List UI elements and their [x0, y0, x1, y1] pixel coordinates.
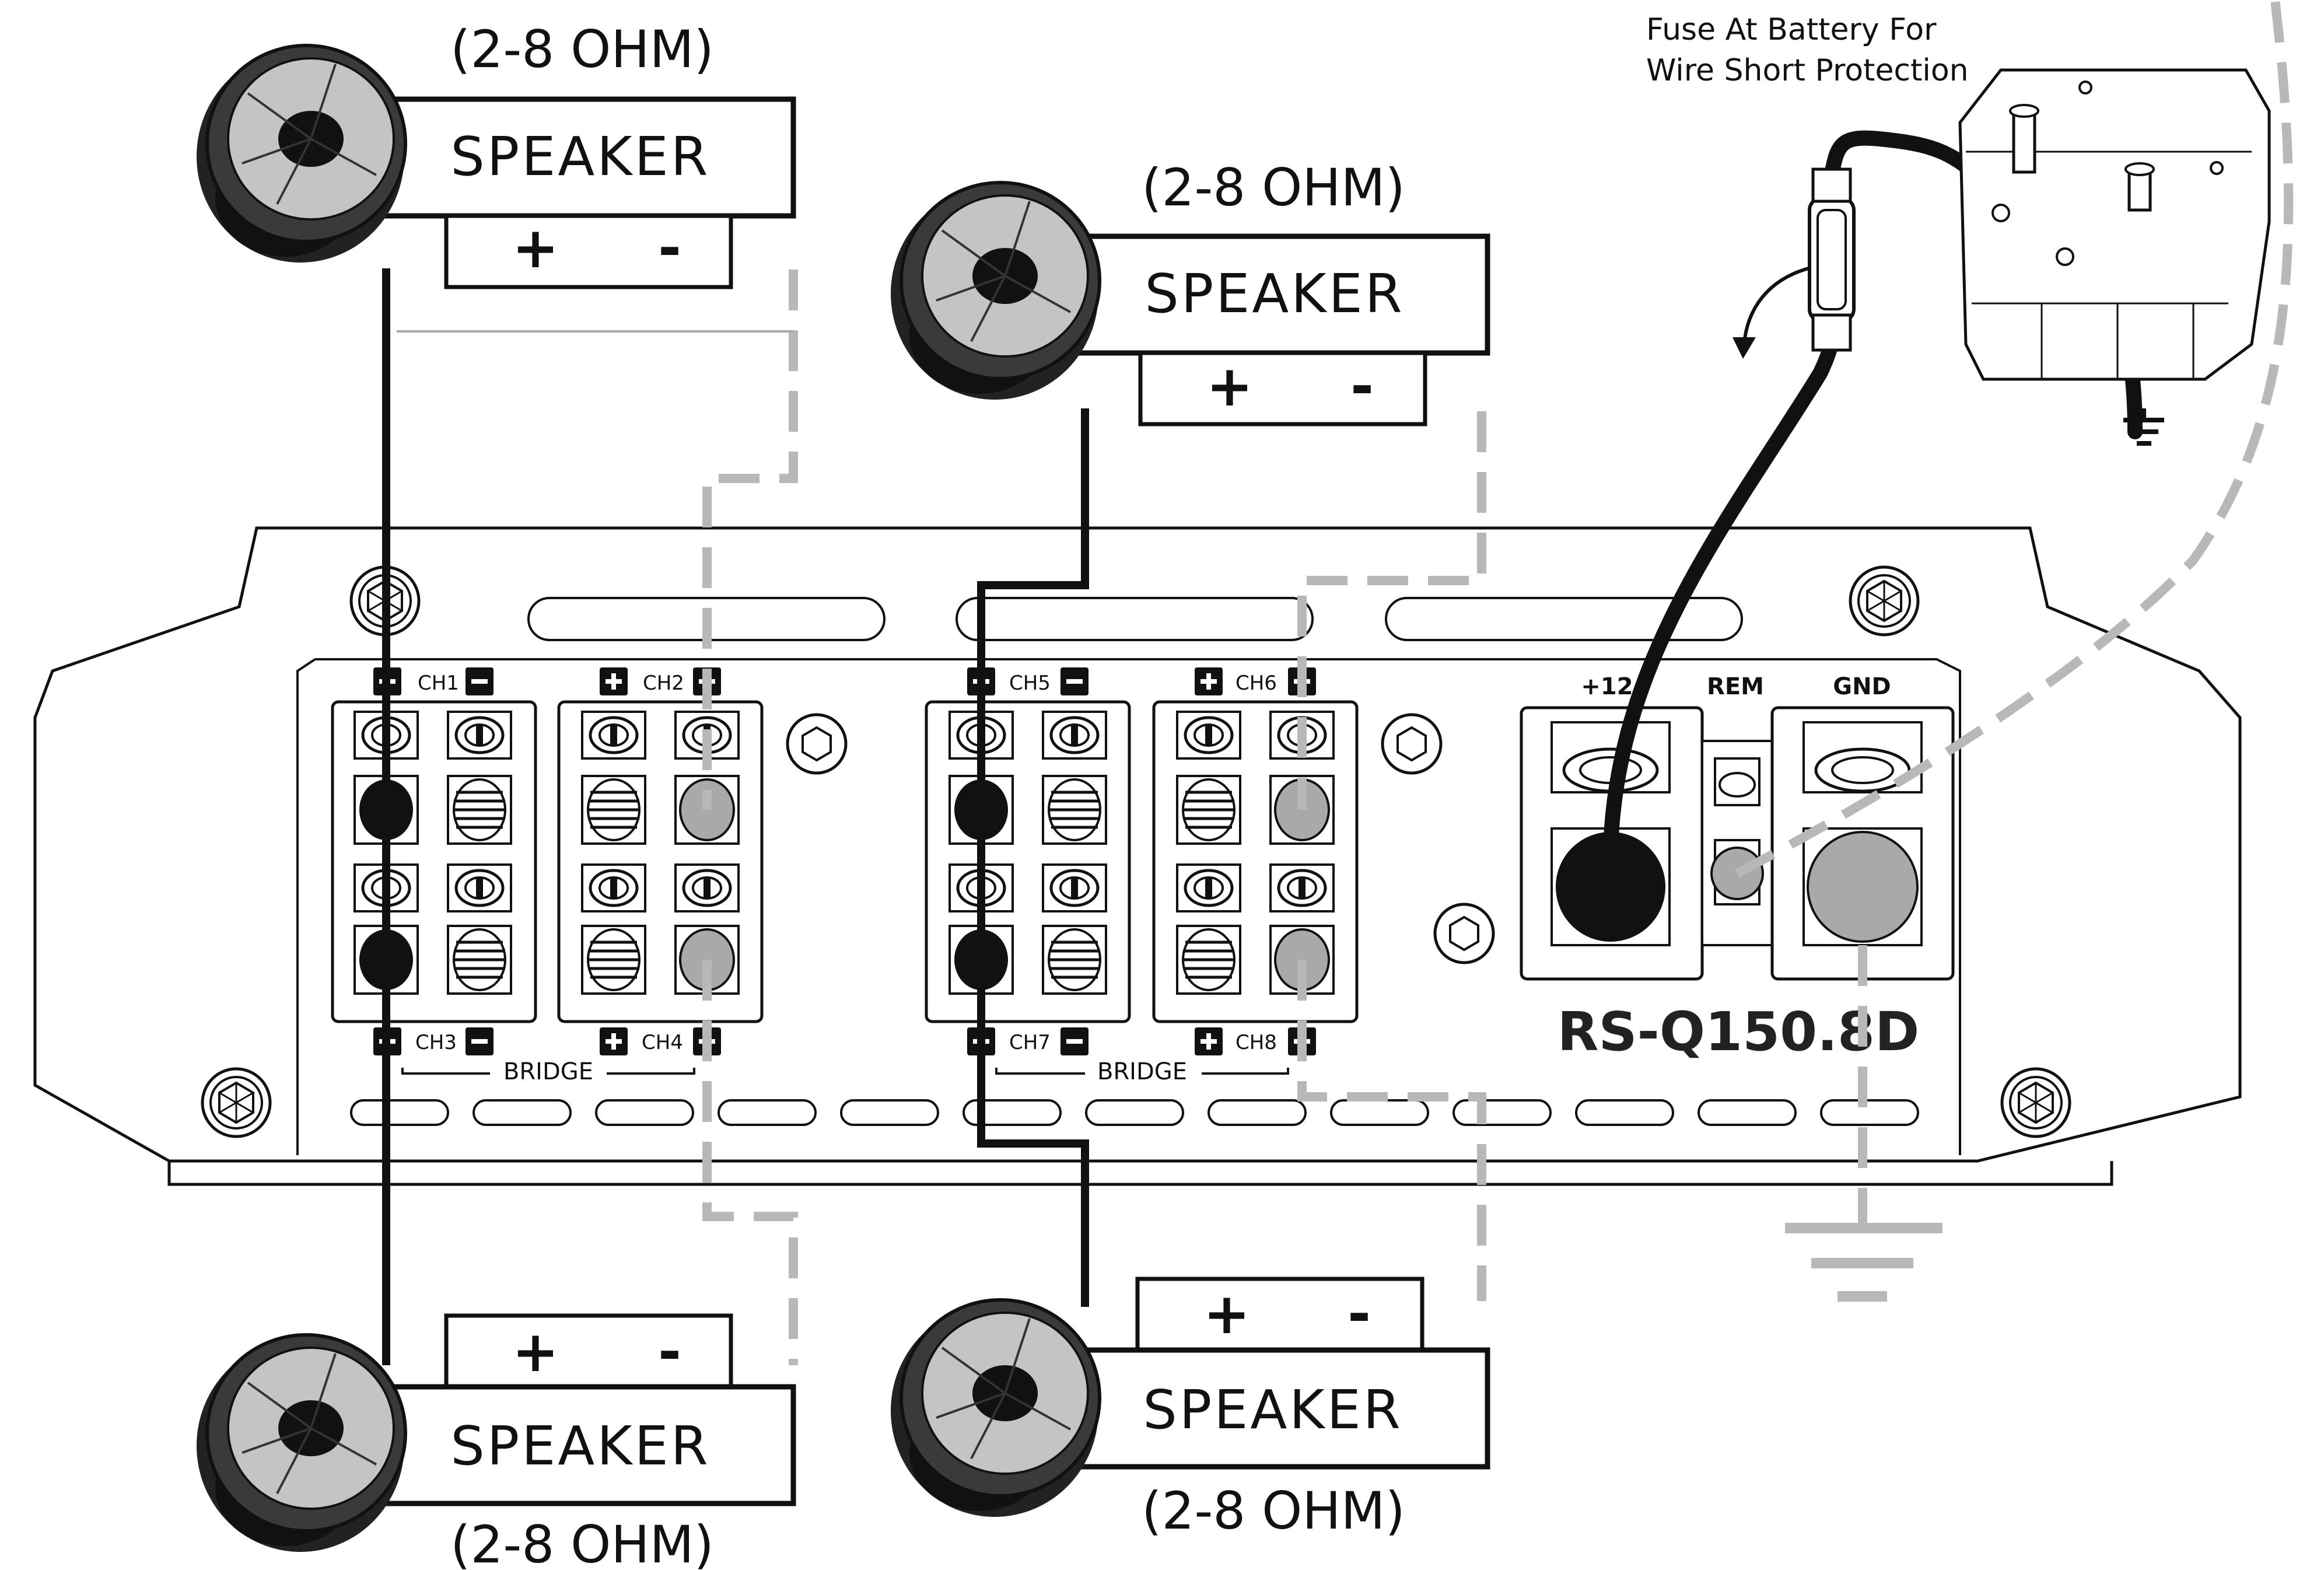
ch3-label: CH3	[415, 1031, 457, 1054]
hex-screw-icon	[202, 1069, 270, 1137]
gnd-label: GND	[1833, 673, 1891, 700]
speaker-ohm-label: (2-8 OHM)	[450, 19, 714, 79]
ch6-positive-terminal[interactable]	[1177, 776, 1240, 844]
speaker-icon	[197, 1335, 405, 1552]
plus-icon	[600, 1027, 628, 1055]
speaker-label: SPEAKER	[1143, 1379, 1402, 1441]
plus-icon	[1195, 667, 1223, 695]
speaker-minus: -	[1348, 1281, 1371, 1347]
gray-dashed-wires	[702, 0, 2294, 1365]
hex-bolt-icon	[1435, 904, 1493, 963]
speaker-minus: -	[1350, 354, 1374, 419]
ch8-label: CH8	[1236, 1031, 1277, 1054]
curved-arrow-icon	[1732, 267, 1809, 359]
speaker-icon	[891, 183, 1100, 400]
minus-icon	[466, 667, 494, 695]
speaker-label: SPEAKER	[450, 125, 710, 188]
plus12-label: +12	[1581, 673, 1633, 700]
gnd-terminal[interactable]	[1807, 831, 1919, 943]
hex-screw-icon	[1850, 567, 1918, 635]
speaker-minus: -	[658, 215, 681, 281]
rem-label: REM	[1707, 673, 1764, 700]
speaker-icon	[197, 46, 405, 263]
ground-icon	[1785, 1223, 1943, 1302]
ch7-label: CH7	[1009, 1031, 1051, 1054]
ch3-negative-terminal[interactable]	[448, 926, 511, 994]
ch1-negative-terminal[interactable]	[448, 776, 511, 844]
vent-slots	[350, 1099, 1919, 1126]
ch7-negative-terminal[interactable]	[1043, 926, 1106, 994]
ch6-label: CH6	[1236, 672, 1277, 695]
bridge-label-right: BRIDGE	[1097, 1058, 1187, 1085]
speaker-top-right: (2-8 OHM) SPEAKER + -	[891, 158, 1490, 426]
speaker-plus: +	[512, 215, 559, 281]
speaker-plus: +	[1206, 354, 1253, 419]
speaker-top-left: (2-8 OHM) SPEAKER + -	[197, 19, 796, 333]
plus-icon	[600, 667, 628, 695]
plus-icon	[1195, 1027, 1223, 1055]
speaker-ohm-label: (2-8 OHM)	[450, 1515, 714, 1570]
speaker-icon	[891, 1300, 1100, 1517]
speaker-bottom-right: + - SPEAKER (2-8 OHM)	[891, 1277, 1490, 1541]
fuse-icon	[1808, 167, 1856, 352]
ch1-label: CH1	[418, 672, 459, 695]
speaker-plus: +	[512, 1319, 559, 1384]
speaker-minus: -	[658, 1319, 681, 1384]
ground-icon	[2123, 408, 2164, 446]
minus-icon	[1060, 667, 1088, 695]
ch4-positive-terminal[interactable]	[582, 926, 645, 994]
fuse-note-line2: Wire Short Protection	[1646, 53, 1969, 88]
ch4-label: CH4	[642, 1031, 683, 1054]
channel-labels: CH1 CH2 CH5 CH6 CH3 CH4 CH7 CH8 BRIDGE B…	[373, 667, 1316, 1085]
black-wires	[382, 268, 1089, 1365]
fuse-note-line1: Fuse At Battery For	[1646, 12, 1937, 47]
ch5-label: CH5	[1009, 672, 1051, 695]
fuse-note: Fuse At Battery For Wire Short Protectio…	[1646, 12, 1969, 88]
speaker-plus: +	[1203, 1281, 1250, 1347]
speaker-label: SPEAKER	[1144, 263, 1404, 325]
hex-screw-icon	[2002, 1069, 2070, 1137]
hex-bolt-icon	[788, 715, 846, 773]
speaker-ohm-label: (2-8 OHM)	[1142, 158, 1405, 218]
speaker-label: SPEAKER	[450, 1415, 710, 1477]
hex-bolt-icon	[1382, 715, 1441, 773]
speaker-ohm-label: (2-8 OHM)	[1142, 1481, 1405, 1541]
ch8-positive-terminal[interactable]	[1177, 926, 1240, 994]
minus-icon	[1060, 1027, 1088, 1055]
battery-icon	[1958, 68, 2271, 446]
ch2-label: CH2	[643, 672, 684, 695]
minus-icon	[466, 1027, 494, 1055]
bridge-label-left: BRIDGE	[503, 1058, 593, 1085]
ch5-negative-terminal[interactable]	[1043, 776, 1106, 844]
ch2-positive-terminal[interactable]	[582, 776, 645, 844]
speaker-bottom-left: + - SPEAKER (2-8 OHM)	[197, 1313, 796, 1570]
